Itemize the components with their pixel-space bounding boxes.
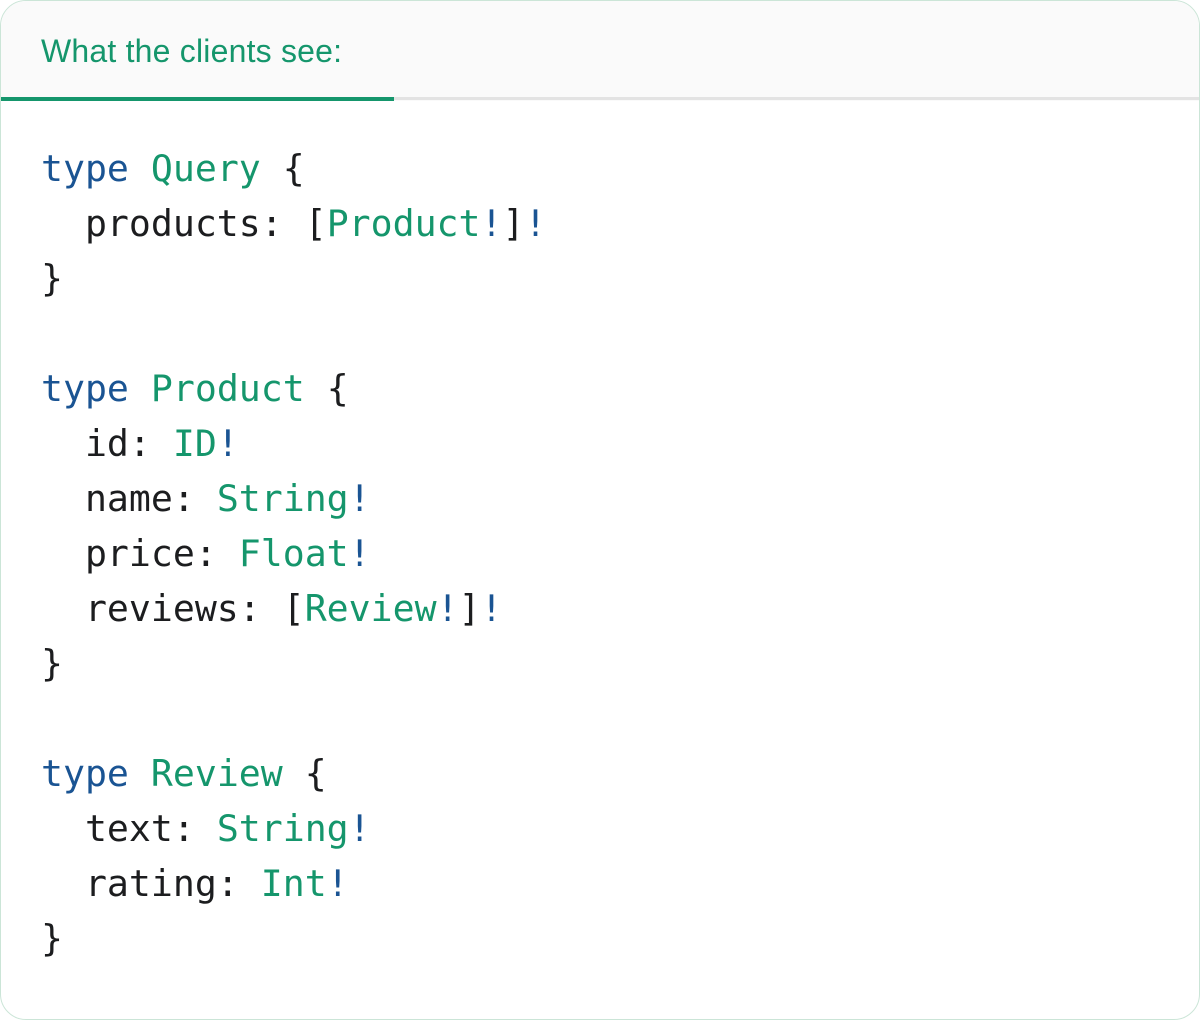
code-token-bang: ! — [348, 532, 371, 575]
code-token-type: Query — [150, 147, 261, 190]
code-token-bang: ! — [436, 587, 459, 630]
code-token-plain: } — [41, 257, 63, 300]
code-line: id: ID! — [41, 416, 1159, 471]
code-token-bang: ! — [480, 587, 503, 630]
code-token-plain: ] — [458, 587, 481, 630]
code-token-plain: reviews: [ — [41, 587, 305, 630]
code-token-plain: rating: — [41, 862, 261, 905]
tab-what-clients-see[interactable]: What the clients see: — [1, 1, 394, 101]
code-token-type: String — [216, 477, 349, 520]
code-token-plain: products: [ — [41, 202, 327, 245]
code-token-bang: ! — [480, 202, 503, 245]
code-token-type: Int — [260, 862, 327, 905]
code-token-bang: ! — [348, 477, 371, 520]
code-token-type: String — [216, 807, 349, 850]
code-token-bang: ! — [348, 807, 371, 850]
code-line: name: String! — [41, 471, 1159, 526]
code-token-plain: text: — [41, 807, 217, 850]
code-token-type: Review — [150, 752, 283, 795]
code-token-plain — [129, 147, 151, 190]
code-line: type Product { — [41, 361, 1159, 416]
code-token-type: Float — [238, 532, 349, 575]
code-token-plain: { — [282, 752, 327, 795]
code-token-keyword: type — [41, 367, 129, 410]
tab-label: What the clients see: — [41, 32, 343, 69]
code-token-plain: } — [41, 642, 63, 685]
code-token-type: Review — [304, 587, 437, 630]
code-token-plain: } — [41, 917, 63, 960]
code-token-plain — [129, 752, 151, 795]
code-line: type Query { — [41, 141, 1159, 196]
code-line: reviews: [Review!]! — [41, 581, 1159, 636]
code-token-bang: ! — [216, 422, 239, 465]
code-token-plain: ] — [502, 202, 525, 245]
tab-bar: What the clients see: — [1, 1, 1199, 101]
code-token-bang: ! — [326, 862, 349, 905]
code-line: type Review { — [41, 746, 1159, 801]
tab-bar-divider — [1, 97, 1199, 100]
code-token-type: Product — [150, 367, 305, 410]
code-line: text: String! — [41, 801, 1159, 856]
code-line: rating: Int! — [41, 856, 1159, 911]
code-line: } — [41, 251, 1159, 306]
code-token-plain — [129, 367, 151, 410]
active-tab-indicator — [1, 97, 394, 101]
code-token-keyword: type — [41, 752, 129, 795]
code-line: products: [Product!]! — [41, 196, 1159, 251]
code-token-bang: ! — [524, 202, 547, 245]
code-line: } — [41, 636, 1159, 691]
code-token-type: Product — [326, 202, 481, 245]
code-line: price: Float! — [41, 526, 1159, 581]
code-token-plain: { — [260, 147, 305, 190]
code-token-plain: name: — [41, 477, 217, 520]
code-line — [41, 306, 1159, 361]
code-token-keyword: type — [41, 147, 129, 190]
code-line: } — [41, 911, 1159, 966]
code-line — [41, 691, 1159, 746]
code-area: type Query { products: [Product!]!} type… — [1, 101, 1199, 966]
code-token-plain: id: — [41, 422, 173, 465]
code-token-type: ID — [172, 422, 217, 465]
code-token-plain: price: — [41, 532, 239, 575]
code-block: type Query { products: [Product!]!} type… — [41, 141, 1159, 966]
code-token-plain: { — [304, 367, 349, 410]
